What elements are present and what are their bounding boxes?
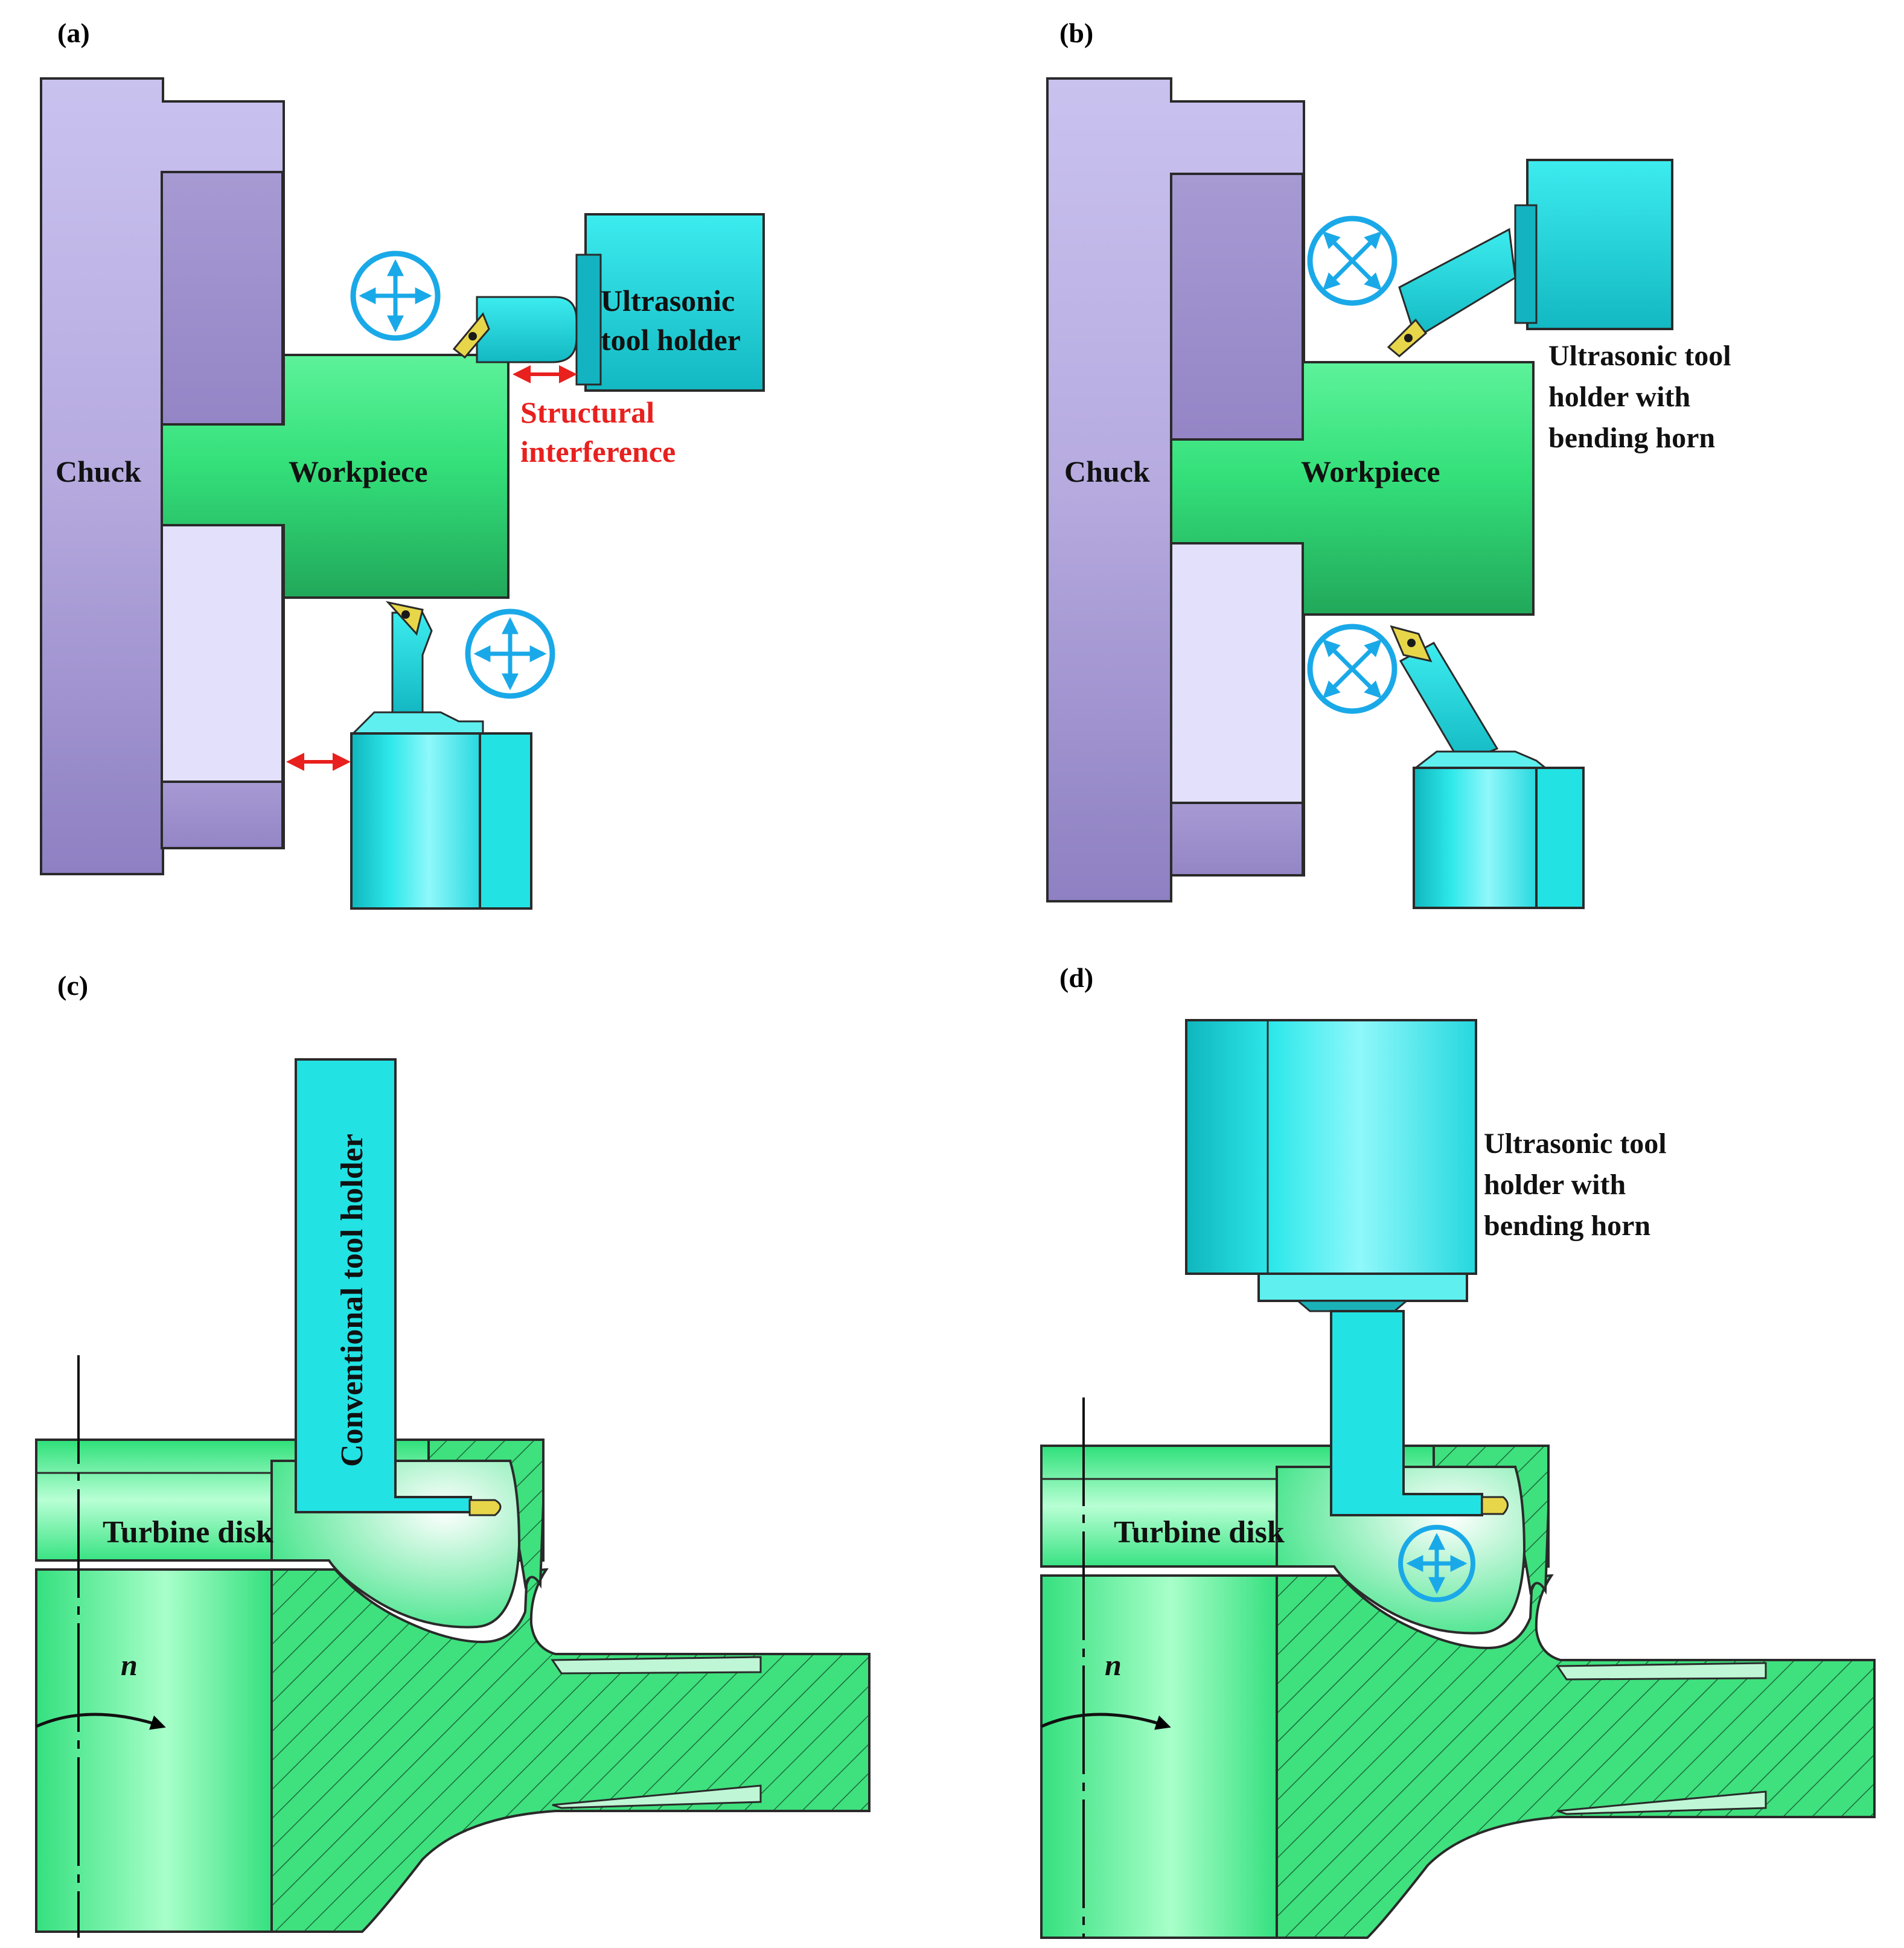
conventional-holder-label: Conventional tool holder xyxy=(335,1134,369,1467)
ultrasonic-holder-b-top xyxy=(1387,159,1673,357)
vibration-badge-b-bottom xyxy=(1307,624,1398,714)
workpiece-label-b: Workpiece xyxy=(1301,455,1440,488)
holder-label-a-1: Ultrasonic xyxy=(601,284,735,318)
vibration-badge-a-bottom xyxy=(465,608,555,699)
panel-c: (c) Conventional tool holder Turbi xyxy=(35,970,871,1938)
workpiece-label-a: Workpiece xyxy=(289,455,428,488)
ultrasonic-holder-a-top xyxy=(452,213,765,392)
workpiece-a xyxy=(161,354,510,599)
ultrasonic-holder-a-bottom xyxy=(350,601,532,910)
turbine-disk-label-d: Turbine disk xyxy=(1114,1515,1285,1550)
panel-d-label: (d) xyxy=(1059,962,1093,993)
vibration-badge-b-top xyxy=(1307,216,1398,306)
turbine-disk-label-c: Turbine disk xyxy=(103,1515,273,1550)
ultrasonic-holder-d xyxy=(1185,1019,1509,1516)
interference-label-2: interference xyxy=(520,435,676,468)
holder-label-b-2: holder with xyxy=(1548,381,1690,413)
workpiece-b xyxy=(1170,361,1535,616)
holder-label-d-1: Ultrasonic tool xyxy=(1484,1128,1667,1160)
panel-b: (b) xyxy=(1046,18,1731,909)
vibration-badge-d xyxy=(1398,1525,1475,1602)
chuck-label-a: Chuck xyxy=(56,455,141,488)
holder-label-a-2: tool holder xyxy=(601,323,741,357)
rotation-arrow-d: n xyxy=(1040,1648,1171,1730)
interference-label-1: Structural xyxy=(520,395,654,429)
conventional-tool-holder: Conventional tool holder xyxy=(295,1058,502,1516)
panel-a-label: (a) xyxy=(57,18,90,48)
holder-label-d-3: bending horn xyxy=(1484,1210,1650,1242)
panel-c-label: (c) xyxy=(57,970,88,1001)
holder-label-d-2: holder with xyxy=(1484,1169,1626,1201)
rotation-arrow-c: n xyxy=(35,1648,166,1730)
panel-b-label: (b) xyxy=(1059,18,1093,48)
vibration-badge-a-top xyxy=(350,251,441,341)
turbine-disk-c xyxy=(35,1439,871,1933)
holder-label-b-3: bending horn xyxy=(1548,422,1715,454)
ultrasonic-holder-b-bottom xyxy=(1390,625,1585,909)
rotation-label-c: n xyxy=(121,1648,138,1682)
holder-label-b-1: Ultrasonic tool xyxy=(1548,340,1731,372)
chuck-label-b: Chuck xyxy=(1064,455,1150,488)
rotation-label-d: n xyxy=(1105,1648,1122,1682)
panel-d: (d) Ultrasonic tool holder xyxy=(1040,962,1876,1939)
panel-a: (a) xyxy=(40,18,765,910)
